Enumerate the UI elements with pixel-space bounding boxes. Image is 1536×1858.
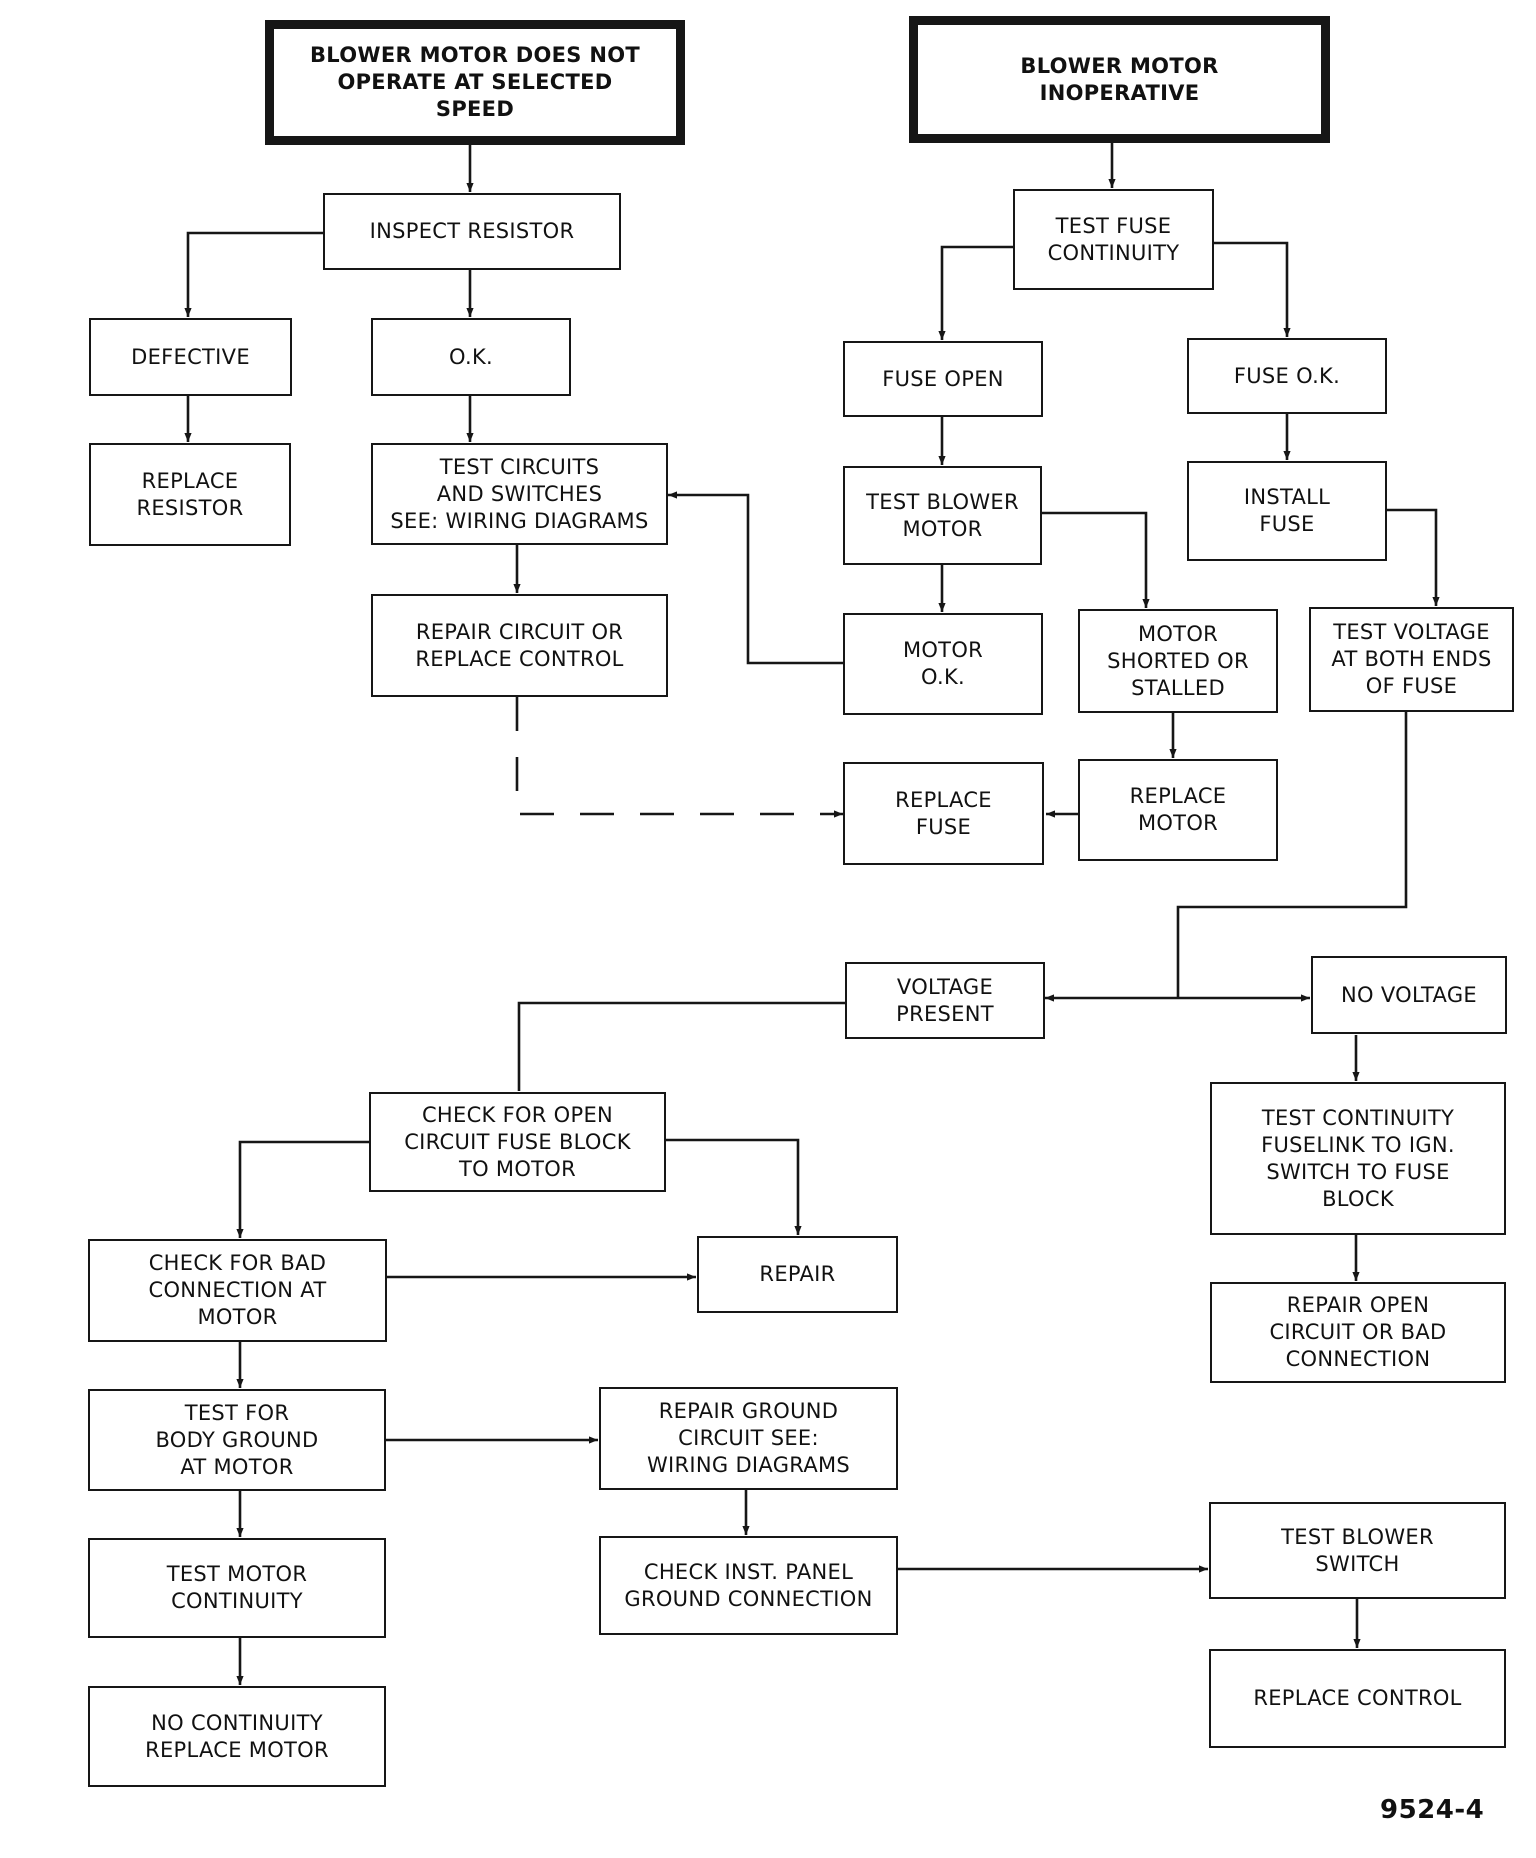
arrow-motor-ok-to-test-circuits bbox=[668, 491, 843, 665]
replace-control-box: REPLACE CONTROL bbox=[1209, 1649, 1506, 1748]
check-inst-panel-box: CHECK INST. PANEL GROUND CONNECTION bbox=[599, 1536, 898, 1635]
fuse-ok-box: FUSE O.K. bbox=[1187, 338, 1387, 414]
repair-circuit-box: REPAIR CIRCUIT OR REPLACE CONTROL bbox=[371, 594, 668, 697]
test-voltage-box: TEST VOLTAGE AT BOTH ENDS OF FUSE bbox=[1309, 607, 1514, 712]
blower-motor-not-operate-box: BLOWER MOTOR DOES NOT OPERATE AT SELECTE… bbox=[265, 20, 685, 145]
figure-number: 9524-4 bbox=[1380, 1795, 1485, 1825]
motor-ok-box: MOTOR O.K. bbox=[843, 613, 1043, 715]
repair-ground-circuit-box: REPAIR GROUND CIRCUIT SEE: WIRING DIAGRA… bbox=[599, 1387, 898, 1490]
test-blower-switch-box: TEST BLOWER SWITCH bbox=[1209, 1502, 1506, 1599]
repair-box: REPAIR bbox=[697, 1236, 898, 1313]
check-open-circuit-box: CHECK FOR OPEN CIRCUIT FUSE BLOCK TO MOT… bbox=[369, 1092, 666, 1192]
motor-shorted-box: MOTOR SHORTED OR STALLED bbox=[1078, 609, 1278, 713]
arrow-test-fuse-to-fuse-ok bbox=[1214, 241, 1291, 337]
fuse-open-box: FUSE OPEN bbox=[843, 341, 1043, 417]
arrow-install-to-test-voltage bbox=[1387, 508, 1440, 606]
install-fuse-box: INSTALL FUSE bbox=[1187, 461, 1387, 561]
test-fuse-continuity-box: TEST FUSE CONTINUITY bbox=[1013, 189, 1214, 290]
test-motor-continuity-box: TEST MOTOR CONTINUITY bbox=[88, 1538, 386, 1638]
check-bad-connection-box: CHECK FOR BAD CONNECTION AT MOTOR bbox=[88, 1239, 387, 1342]
test-blower-motor-box: TEST BLOWER MOTOR bbox=[843, 466, 1042, 565]
ok-box: O.K. bbox=[371, 318, 571, 396]
line-voltage-present-to-check-open bbox=[517, 1001, 845, 1091]
repair-open-circuit-box: REPAIR OPEN CIRCUIT OR BAD CONNECTION bbox=[1210, 1282, 1506, 1383]
line-test-voltage-down bbox=[1176, 712, 1408, 998]
no-voltage-box: NO VOLTAGE bbox=[1311, 956, 1507, 1034]
no-continuity-box: NO CONTINUITY REPLACE MOTOR bbox=[88, 1686, 386, 1787]
arrow-inspect-to-defective bbox=[184, 231, 323, 317]
test-circuits-box: TEST CIRCUITS AND SWITCHES SEE: WIRING D… bbox=[371, 443, 668, 545]
arrow-check-open-to-check-bad bbox=[236, 1140, 369, 1238]
replace-resistor-box: REPLACE RESISTOR bbox=[89, 443, 291, 546]
arrow-test-fuse-to-fuse-open bbox=[938, 245, 1013, 340]
arrow-repair-circuit-to-replace-fuse bbox=[515, 697, 843, 818]
test-continuity-fuselink-box: TEST CONTINUITY FUSELINK TO IGN. SWITCH … bbox=[1210, 1082, 1506, 1235]
test-body-ground-box: TEST FOR BODY GROUND AT MOTOR bbox=[88, 1389, 386, 1491]
arrow-test-blower-to-shorted bbox=[1042, 511, 1150, 608]
voltage-present-box: VOLTAGE PRESENT bbox=[845, 962, 1045, 1039]
inspect-resistor-box: INSPECT RESISTOR bbox=[323, 193, 621, 270]
blower-motor-inoperative-box: BLOWER MOTOR INOPERATIVE bbox=[909, 16, 1330, 143]
defective-box: DEFECTIVE bbox=[89, 318, 292, 396]
replace-motor-box: REPLACE MOTOR bbox=[1078, 759, 1278, 861]
arrow-check-open-to-repair bbox=[666, 1138, 802, 1235]
replace-fuse-box: REPLACE FUSE bbox=[843, 762, 1044, 865]
